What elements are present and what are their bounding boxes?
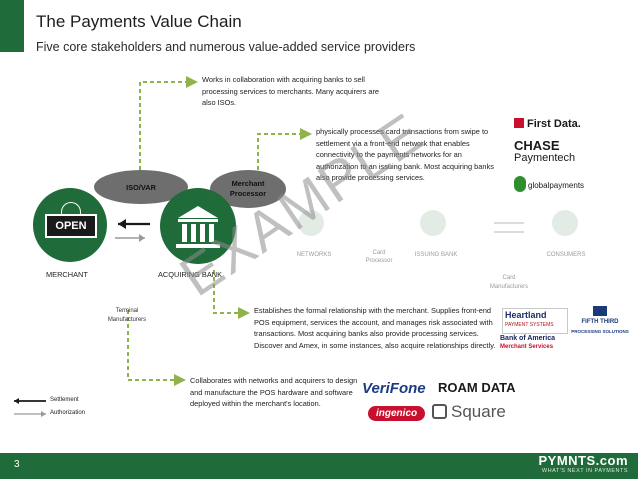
slide-title: The Payments Value Chain xyxy=(36,12,242,31)
terminal-note: Collaborates with networks and acquirers… xyxy=(190,376,358,409)
flow-arrows xyxy=(115,219,150,242)
page-number: 3 xyxy=(14,459,20,470)
acquirer-note: Establishes the formal relationship with… xyxy=(254,306,496,350)
open-sign-icon: OPEN xyxy=(45,214,97,238)
card-manufacturers-line2: Manufacturers xyxy=(489,284,529,290)
bank-icon xyxy=(176,206,220,248)
merchant-label: MERCHANT xyxy=(46,270,88,279)
terminal-label-line2: Manufacturers xyxy=(107,317,147,323)
square-icon xyxy=(432,404,447,419)
card-processor-line1: Card xyxy=(372,250,386,256)
networks-label: NETWORKS xyxy=(296,252,332,258)
terminal-connector xyxy=(127,310,186,386)
slide-subtitle: Five core stakeholders and numerous valu… xyxy=(36,40,416,54)
legend-settlement-label: Settlement xyxy=(50,397,79,403)
footer-tagline: WHAT'S NEXT IN PAYMENTS xyxy=(541,468,628,474)
merchant-circle: OPEN xyxy=(33,188,107,262)
processor-note: physically processes card transactions f… xyxy=(316,127,494,183)
bofa-text: Bank of America xyxy=(500,335,555,342)
first-data-icon xyxy=(514,118,524,128)
first-data-logo: First Data. xyxy=(514,118,581,130)
fifth-third-text: FIFTH THIRD xyxy=(581,319,619,325)
global-payments-logo: globalpayments xyxy=(514,176,584,192)
chase-paymentech-logo: CHASE Paymentech xyxy=(514,138,576,164)
merchant-processor-oval: Merchant Processor xyxy=(210,170,286,208)
issuing-bank-label: ISSUING BANK xyxy=(414,252,458,258)
issuing-bank-circle xyxy=(420,210,446,236)
heartland-text: Heartland xyxy=(505,310,547,320)
iso-var-label: ISO/VAR xyxy=(126,182,156,192)
open-sign-hanger xyxy=(61,202,81,215)
fifth-third-subtext: PROCESSING SOLUTIONS xyxy=(571,329,629,334)
consumers-label: CONSUMERS xyxy=(546,252,586,258)
card-manufacturers-label: Card Manufacturers xyxy=(480,274,538,292)
card-processor-label: Card Processor xyxy=(358,249,400,265)
card-processor-line2: Processor xyxy=(365,258,393,264)
header-accent-bar xyxy=(0,0,24,52)
acquiring-bank-label: ACQUIRING BANK xyxy=(158,270,223,279)
processor-label-line1: Merchant xyxy=(231,179,265,188)
global-payments-text: globalpayments xyxy=(528,181,585,190)
open-sign-text: OPEN xyxy=(55,220,87,232)
terminal-manufacturers-label: Terminal Manufacturers xyxy=(94,307,160,325)
networks-circle xyxy=(298,210,324,236)
footer-brand: PYMNTS.com xyxy=(538,453,628,468)
chase-text: CHASE xyxy=(514,138,560,153)
global-payments-icon xyxy=(514,176,526,192)
square-text: Square xyxy=(451,402,506,421)
iso-note: Works in collaboration with acquiring ba… xyxy=(202,75,380,108)
terminal-label-line1: Terminal xyxy=(115,308,139,314)
card-manufacturers-line1: Card xyxy=(502,275,516,281)
consumers-circle xyxy=(552,210,578,236)
square-logo: Square xyxy=(432,402,506,422)
roam-data-logo: ROAM DATA xyxy=(438,380,516,395)
verifone-logo: VeriFone xyxy=(362,380,426,397)
bofa-subtext: Merchant Services xyxy=(500,344,554,350)
acquiring-bank-circle xyxy=(160,188,236,264)
processor-connector xyxy=(257,128,312,170)
paymentech-text: Paymentech xyxy=(514,152,576,164)
faded-flow-arrows xyxy=(494,222,524,233)
acquirer-connector xyxy=(213,270,250,319)
bank-of-america-logo: Bank of America Merchant Services xyxy=(500,334,555,352)
first-data-text: First Data. xyxy=(527,118,581,130)
footer-bar: 3 PYMNTS.com WHAT'S NEXT IN PAYMENTS xyxy=(0,453,638,479)
heartland-logo: Heartland PAYMENT SYSTEMS xyxy=(502,308,568,334)
processor-label-line2: Processor xyxy=(229,189,267,198)
fifth-third-icon xyxy=(593,306,607,316)
heartland-subtext: PAYMENT SYSTEMS xyxy=(505,322,554,328)
ingenico-logo: ingenico xyxy=(368,406,426,421)
iso-connector xyxy=(139,76,198,170)
fifth-third-logo: FIFTH THIRD PROCESSING SOLUTIONS xyxy=(570,306,630,338)
legend-authorization-label: Authorization xyxy=(50,410,86,416)
